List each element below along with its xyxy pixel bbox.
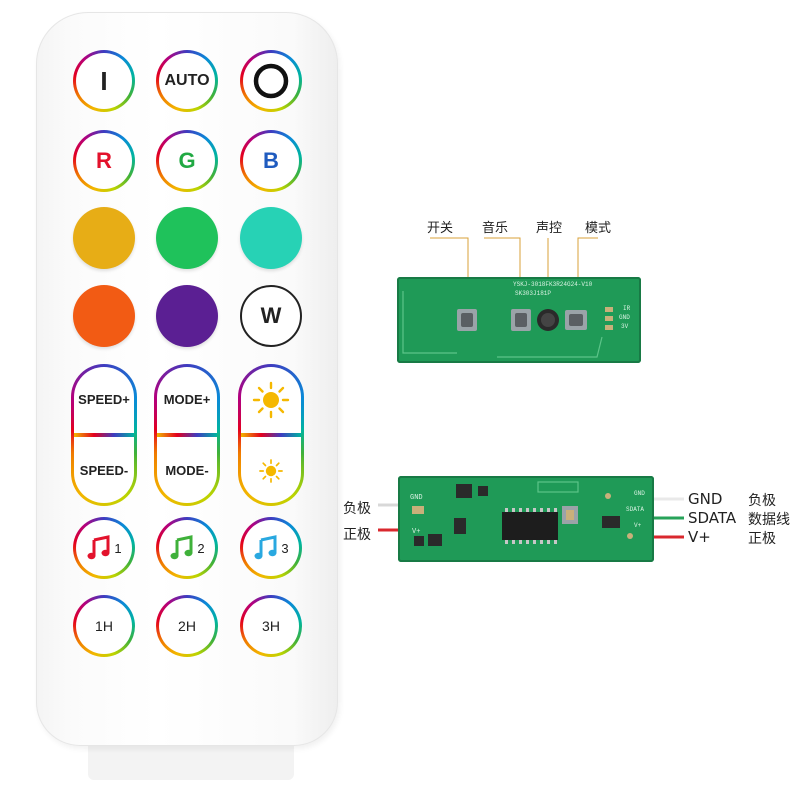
blue-label: B (263, 148, 279, 173)
music-note-red-icon (87, 535, 110, 560)
speed-up-button[interactable]: SPEED+ (78, 392, 130, 407)
silk-ir-text: IR (623, 305, 631, 312)
music-1-button[interactable]: 1 (73, 517, 135, 579)
silk-right-vplus: V+ (634, 522, 642, 529)
sun-small-icon (259, 458, 283, 483)
remote-stand (88, 740, 294, 780)
circle-icon (253, 63, 289, 99)
controller-board-components (412, 481, 633, 546)
brightness-up-button[interactable] (238, 364, 304, 435)
silk-right-gnd: GND (634, 490, 645, 497)
sun-icon (252, 381, 290, 418)
blue-button[interactable]: B (240, 130, 302, 192)
receiver-board-components (402, 291, 613, 358)
green-label: G (178, 148, 196, 173)
power-on-button[interactable]: I (73, 50, 135, 112)
music-2-button[interactable]: 2 (156, 517, 218, 579)
music-3-number: 3 (281, 540, 289, 556)
timer-1h-label: 1H (95, 618, 113, 634)
timer-2h-button[interactable]: 2H (156, 595, 218, 657)
white-label: W (260, 303, 282, 328)
speed-rocker: SPEED+ SPEED- (71, 364, 137, 506)
mode-up-button[interactable]: MODE+ (163, 392, 211, 407)
wire-sdata-cn-label: 数据线 (748, 512, 790, 528)
red-label: R (96, 148, 112, 173)
wire-vplus-cn-label: 正极 (748, 531, 776, 547)
timer-2h-label: 2H (178, 618, 196, 634)
speed-down-button[interactable]: SPEED- (79, 463, 129, 478)
silk-left-vplus: V+ (412, 528, 421, 536)
brightness-rocker (238, 364, 304, 506)
callout-mode: 模式 (585, 221, 612, 236)
yellow-color-button[interactable] (73, 207, 135, 269)
silk-code-text: SK303J181P (515, 290, 552, 297)
mode-down-button[interactable]: MODE- (165, 463, 209, 478)
music-2-number: 2 (197, 540, 205, 556)
silk-right-sdata: SDATA (626, 506, 645, 513)
silk-model-text: YSKJ-3018FK3R24G24-V10 (513, 281, 593, 288)
wire-gnd-cn-label: 负极 (748, 493, 776, 509)
white-button[interactable]: W (240, 285, 302, 347)
auto-label: AUTO (164, 72, 210, 89)
orange-color-button[interactable] (73, 285, 135, 347)
music-1-number: 1 (114, 540, 122, 556)
callout-music: 音乐 (482, 221, 509, 236)
timer-3h-label: 3H (262, 618, 280, 634)
silk-3v-text: 3V (621, 323, 629, 330)
music-note-blue-icon (254, 535, 277, 560)
music-3-button[interactable]: 3 (240, 517, 302, 579)
callout-sound-control: 声控 (536, 221, 563, 236)
wire-sdata-label: SDATA (688, 509, 737, 527)
mode-rocker: MODE+ MODE- (154, 364, 220, 506)
green-button[interactable]: G (156, 130, 218, 192)
purple-color-button[interactable] (156, 285, 218, 347)
auto-button[interactable]: AUTO (156, 50, 218, 112)
silk-gnd-text: GND (619, 314, 630, 321)
silk-left-gnd: GND (410, 494, 423, 502)
power-on-label: I (100, 65, 108, 96)
red-button[interactable]: R (73, 130, 135, 192)
brightness-down-button[interactable] (238, 435, 304, 506)
music-note-green-icon (170, 535, 193, 560)
left-positive-label: 正极 (343, 527, 371, 543)
timer-3h-button[interactable]: 3H (240, 595, 302, 657)
light-green-color-button[interactable] (156, 207, 218, 269)
wire-gnd-label: GND (688, 490, 723, 508)
wire-vplus-label: V+ (688, 528, 711, 546)
timer-1h-button[interactable]: 1H (73, 595, 135, 657)
left-negative-label: 负极 (343, 501, 371, 517)
cyan-color-button[interactable] (240, 207, 302, 269)
callout-switch: 开关 (427, 221, 454, 236)
power-off-button[interactable] (240, 50, 302, 112)
